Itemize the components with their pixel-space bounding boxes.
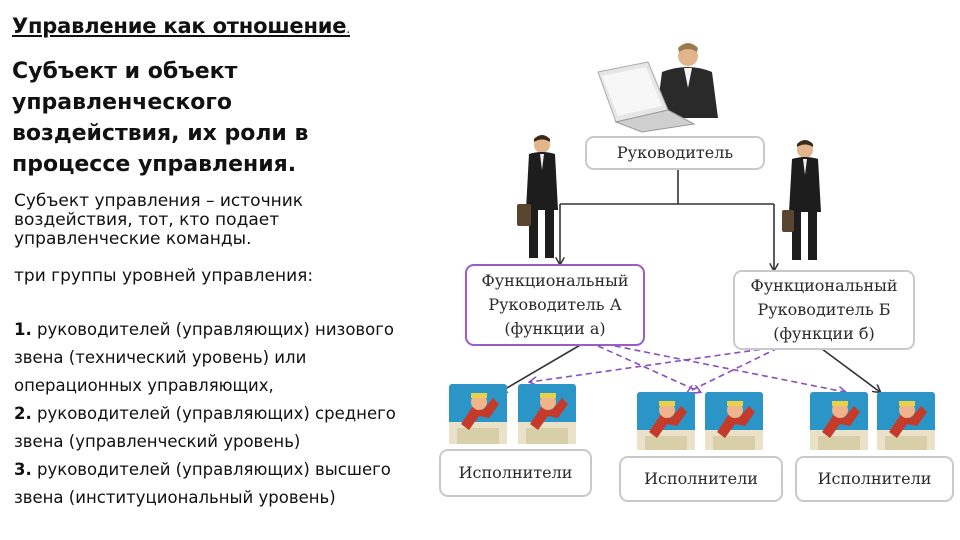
functional-arrows [530,343,845,392]
title-dot: . [346,22,350,36]
func-manager-b-box: Функциональный Руководитель Б (функции б… [733,270,915,350]
executors-box: Исполнители [619,456,783,502]
worker-figure [637,392,695,450]
worker-figure [518,384,576,444]
func-b-line2: Руководитель Б [757,300,891,319]
level-number: 3. [14,460,32,479]
executors-label: Исполнители [458,463,573,482]
worker-icons [449,384,935,450]
definition-text: Субъект управления – источник воздействи… [14,191,304,249]
level-text: руководителей (управляющих) низового зве… [14,320,395,395]
slide-subtitle: Субъект и объект управленческого воздейс… [12,59,309,177]
level-item: 3. руководителей (управляющих) высшего з… [14,456,422,512]
worker-figure [449,384,507,444]
level-text: руководителей (управляющих) среднего зве… [14,404,396,451]
level-text: руководителей (управляющих) высшего звен… [14,460,391,507]
worker-figure [810,392,868,450]
slide-title: Управление как отношение. [12,14,350,38]
laptop-manager-figure [597,43,718,133]
level-item: 2. руководителей (управляющих) среднего … [14,400,422,456]
manager-box: Руководитель [585,136,765,170]
func-b-line3: (функции б) [773,324,875,343]
executors-label: Исполнители [817,469,932,488]
groups-heading: три группы уровней управления: [14,266,314,286]
func-b-line1: Функциональный [750,276,898,295]
worker-figure [877,392,935,450]
level-item: 1. руководителей (управляющих) низового … [14,316,422,400]
title-text: Управление как отношение [12,14,347,38]
manager-label: Руководитель [616,143,734,162]
func-a-line1: Функциональный [481,271,629,290]
level-number: 1. [14,320,32,339]
businessman-figure [782,140,821,260]
func-a-line2: Руководитель А [488,295,622,314]
hierarchy-lines [500,170,880,392]
levels-list: 1. руководителей (управляющих) низового … [14,316,422,512]
executors-label: Исполнители [644,469,758,488]
businessman-figure [517,135,558,258]
func-manager-a-box: Функциональный Руководитель А (функции а… [465,264,645,346]
executors-box: Исполнители [439,449,592,497]
worker-figure [705,392,763,450]
level-number: 2. [14,404,32,423]
func-a-line3: (функции а) [504,319,606,338]
executors-box: Исполнители [795,456,954,502]
